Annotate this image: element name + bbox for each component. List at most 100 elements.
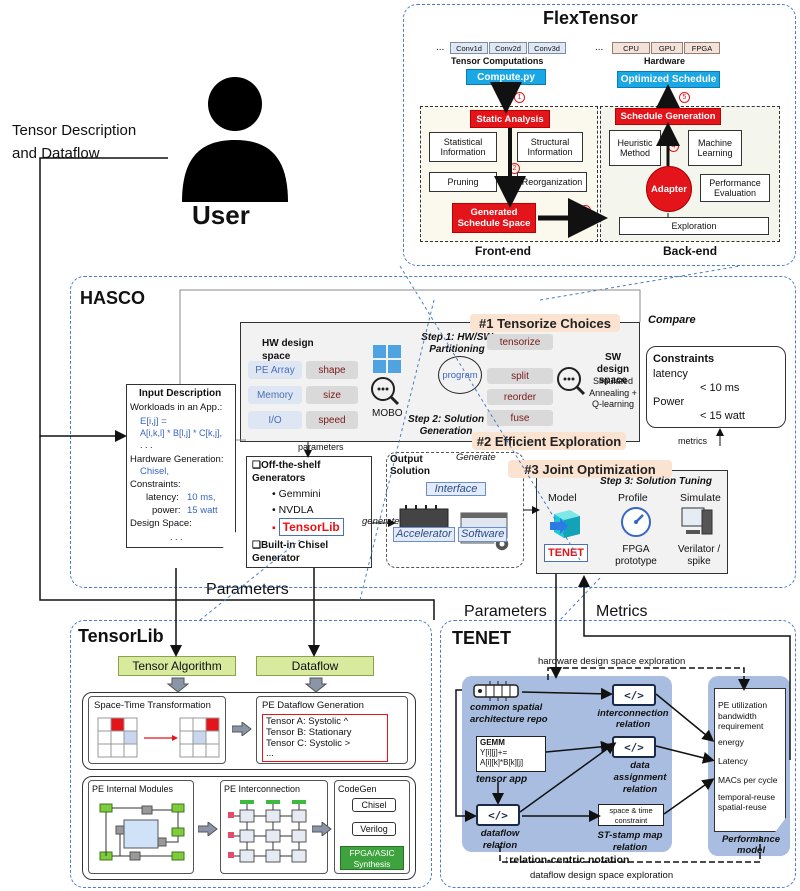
static-analysis-box: Static Analysis: [470, 110, 550, 128]
tenet-chip-label: TENET: [547, 547, 585, 559]
tensor-line-c: Tensor C: Systolic >: [266, 738, 351, 749]
sw-op-split: split: [487, 368, 553, 384]
efficient-exploration-band: #2 Efficient Exploration: [472, 432, 626, 450]
metrics-flow-label: Metrics: [596, 603, 648, 620]
tensor-line-b: Tensor B: Stationary: [266, 727, 352, 738]
interface-box: Interface: [426, 482, 486, 496]
statistical-info-box: Statistical Information: [429, 132, 497, 162]
input-desc-eq1: E[i,j] =: [140, 416, 167, 427]
perf-item-0: PE utilization: [718, 700, 768, 710]
constraints-power: Power: [653, 396, 685, 408]
interconnection-code-icon: </>: [612, 684, 656, 706]
simulate-computer-icon: [680, 506, 714, 538]
user-icon: [180, 76, 350, 206]
modules-arrow-icon-2: [311, 820, 332, 838]
tensorlib-title: TensorLib: [78, 626, 164, 646]
compute-py-box: Compute.py: [466, 69, 546, 85]
transform-arrow-icon: [231, 720, 252, 738]
hw-right-speed: speed: [306, 411, 358, 429]
relation-centric-label: ↑relation-centric notation: [504, 854, 630, 866]
step-5-badge: 5: [679, 92, 690, 103]
flextensor-title: FlexTensor: [543, 8, 638, 28]
modules-arrow-icon-1: [197, 820, 218, 838]
perf-item-1: bandwidth requirement: [718, 711, 764, 731]
pe-dataflow-gen-label: PE Dataflow Generation: [262, 700, 364, 711]
sw-op-reorder: reorder: [487, 389, 553, 405]
back-end-label: Back-end: [663, 244, 718, 258]
space-time-label: Space-Time Transformation: [94, 700, 211, 711]
sw-op-tensorize: tensorize: [487, 334, 553, 350]
hw-dots: ...: [595, 42, 604, 53]
op-conv2d: Conv2d: [489, 42, 527, 54]
chisel-box: Chisel: [352, 798, 396, 812]
hw-left-pe-array: PE Array: [248, 361, 302, 379]
input-desc-constraints: Constraints:: [130, 479, 181, 490]
op-conv1d: Conv1d: [450, 42, 488, 54]
off-shelf-label: ❑Off-the-shelf Generators: [252, 460, 321, 484]
sw-methods: Simulated Annealing + Q-learning: [589, 376, 637, 410]
spatial-arch-icon: [472, 680, 520, 702]
tensor-line-more: ...: [266, 748, 274, 759]
hw-right-size: size: [306, 386, 358, 404]
common-spatial-label: common spatial architecture repo: [470, 702, 548, 725]
adapter-circle: Adapter: [646, 166, 692, 212]
dataflow-relation-label: dataflow relation: [480, 828, 520, 851]
generator-gemmini: • Gemmini: [272, 488, 321, 500]
op-conv3d: Conv3d: [528, 42, 566, 54]
pruning-box: Pruning: [429, 172, 497, 192]
step-2-badge: 2: [509, 163, 520, 174]
gemm-eq1: Y[i][j]+=: [480, 748, 508, 757]
generate-top-label: Generate: [456, 452, 496, 463]
tenet-title: TENET: [452, 628, 512, 648]
accelerator-label: Accelerator: [393, 527, 455, 543]
hasco-title: HASCO: [80, 288, 146, 308]
parameters-left-label: Parameters: [206, 581, 289, 598]
heuristic-method-box: Heuristic Method: [609, 130, 661, 166]
fpga-asic-box: FPGA/ASIC Synthesis: [340, 846, 404, 870]
structural-info-box: Structural Information: [517, 132, 583, 162]
dataflow-box: Dataflow: [256, 656, 374, 676]
mobo-label: MOBO: [372, 408, 403, 419]
constraints-power-val: < 15 watt: [700, 410, 745, 422]
tensor-algorithm-box: Tensor Algorithm: [118, 656, 236, 676]
input-desc-dots2: . . .: [170, 532, 183, 542]
generated-schedule-space-box: Generated Schedule Space: [452, 203, 536, 233]
optimized-schedule-box: Optimized Schedule: [617, 71, 720, 88]
dataflow-code-icon: </>: [476, 804, 520, 826]
generator-nvdla: • NVDLA: [272, 504, 314, 516]
hw-gpu: GPU: [651, 42, 683, 54]
parameters-right-label: Parameters: [464, 603, 547, 620]
output-solution-label: Output Solution: [390, 454, 430, 477]
tensorize-choices-band: #1 Tensorize Choices: [470, 314, 620, 332]
compare-label: Compare: [648, 314, 696, 326]
input-desc-latency-label: latency:: [146, 492, 179, 503]
perf-item-5: temporal-reuse spatial-reuse: [718, 792, 776, 812]
space-time-grid-icon: [96, 716, 220, 760]
metrics-label: metrics: [678, 436, 707, 446]
step3-label: Step 3: Solution Tuning: [600, 476, 713, 487]
tensorlib-panel: [70, 620, 432, 888]
st-stamp-label: ST-stamp map relation: [597, 830, 663, 853]
tensor-app-label: tensor app: [476, 774, 528, 785]
hardware-label: Hardware: [644, 56, 686, 66]
program-label: program: [442, 369, 478, 381]
step-3-badge: 3: [580, 205, 591, 216]
constraints-latency-val: < 10 ms: [700, 382, 740, 394]
performance-evaluation-box: Performance Evaluation: [700, 174, 770, 202]
ops-dots: ...: [436, 42, 445, 53]
front-end-label: Front-end: [475, 244, 531, 258]
constraints-box: [646, 346, 786, 428]
interconnection-label: interconnection relation: [597, 708, 669, 731]
perf-item-4: MACs per cycle: [718, 775, 778, 785]
input-desc-hw-gen: Hardware Generation:: [130, 454, 224, 465]
hw-space-title: HW design space: [262, 338, 314, 362]
mobo-blocks-icon: [373, 345, 403, 375]
hw-left-memory: Memory: [248, 386, 302, 404]
input-desc-design-space: Design Space:: [130, 518, 192, 529]
fpga-proto-label: FPGA prototype: [615, 544, 657, 567]
input-desc-latency-val: 10 ms,: [187, 492, 216, 503]
hw-right-shape: shape: [306, 361, 358, 379]
input-desc-dots1: . . .: [140, 440, 153, 450]
machine-learning-box: Machine Learning: [688, 130, 742, 166]
space-time-constraint-box: space & time constraint: [598, 804, 664, 826]
